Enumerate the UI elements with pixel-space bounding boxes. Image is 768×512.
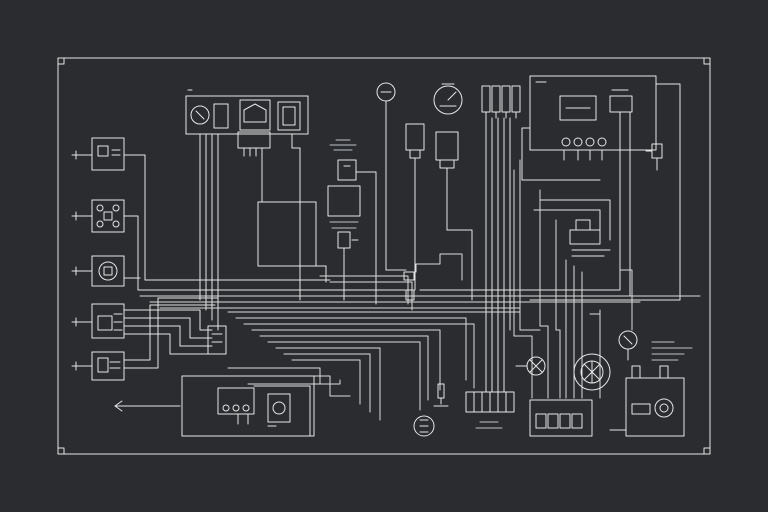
junction-block-left <box>207 325 227 355</box>
bottom-probe <box>433 383 449 407</box>
middle-module <box>533 199 611 257</box>
left-component-2 <box>71 199 406 291</box>
bottom-ground-coil <box>413 415 435 437</box>
bottom-left-box <box>181 375 315 437</box>
connector-a <box>405 123 425 291</box>
control-module <box>185 89 309 331</box>
left-component-3 <box>71 255 141 287</box>
bottom-connector-block <box>529 399 593 437</box>
bottom-terminal-strip <box>465 391 515 429</box>
side-connector <box>645 143 663 171</box>
gauge-right <box>618 330 693 361</box>
sensor-module <box>327 139 377 305</box>
fuse-strip <box>481 85 521 393</box>
left-component-4 <box>71 303 213 355</box>
left-component-5 <box>71 297 219 381</box>
motor-fan <box>573 353 611 391</box>
left-component-1 <box>71 137 331 281</box>
gauge-large <box>433 83 463 115</box>
fan-switch <box>515 356 546 376</box>
ground-arrow <box>114 400 181 412</box>
connector-b <box>435 131 473 301</box>
wire-harness <box>139 159 701 421</box>
battery-box <box>609 365 685 437</box>
relay-block <box>257 155 327 283</box>
junction-block-center <box>403 271 415 301</box>
gauge-small <box>376 82 396 271</box>
ecu-unit <box>419 75 681 301</box>
diagram-frame <box>57 57 711 455</box>
